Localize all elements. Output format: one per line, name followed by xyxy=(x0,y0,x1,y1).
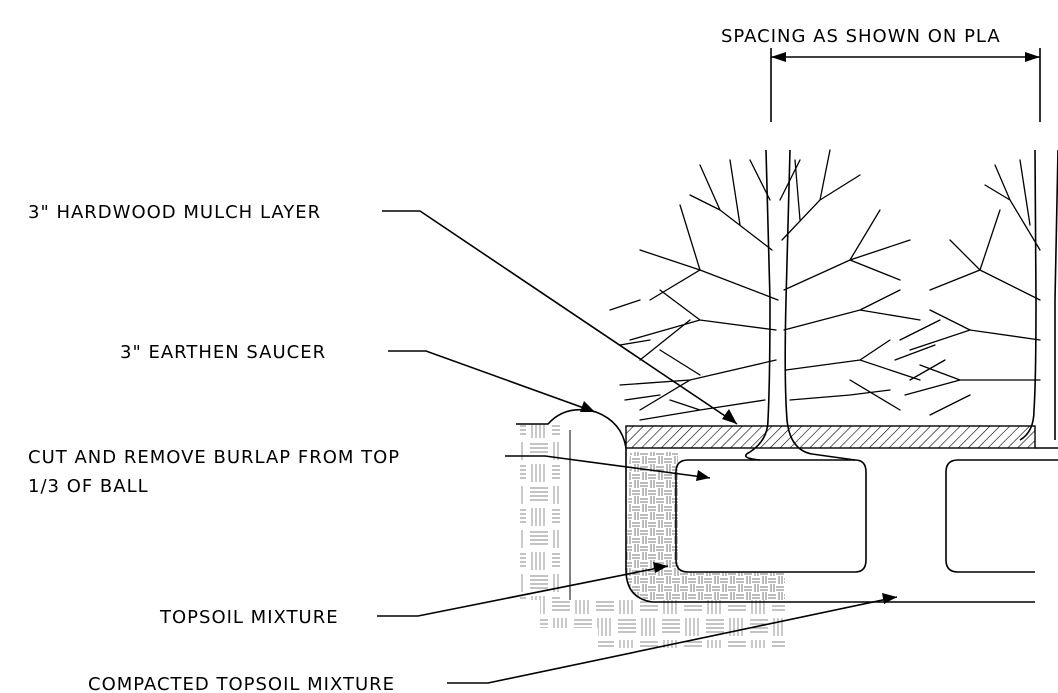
tree-canopy-2 xyxy=(894,159,1041,416)
tree-trunk xyxy=(744,149,856,461)
burlap-label-line1: CUT AND REMOVE BURLAP FROM TOP xyxy=(28,447,400,468)
saucer-label: 3" EARTHEN SAUCER xyxy=(120,342,326,363)
tree-canopy xyxy=(609,149,921,421)
root-ball-2 xyxy=(945,459,1058,573)
burlap-label-line2: 1/3 OF BALL xyxy=(28,476,149,497)
compacted-label: COMPACTED TOPSOIL MIXTURE xyxy=(88,674,395,693)
topsoil-label: TOPSOIL MIXTURE xyxy=(159,607,339,628)
earthen-saucer xyxy=(516,408,1035,603)
root-ball xyxy=(675,459,867,573)
topsoil-mixture-area xyxy=(626,452,785,600)
spacing-dimension xyxy=(770,48,1041,122)
tree-trunk-2 xyxy=(1019,149,1058,441)
spacing-label: SPACING AS SHOWN ON PLA xyxy=(721,26,1001,47)
mulch-layer xyxy=(625,425,1036,449)
leader-lines xyxy=(377,210,898,684)
mulch-label: 3" HARDWOOD MULCH LAYER xyxy=(28,202,321,223)
